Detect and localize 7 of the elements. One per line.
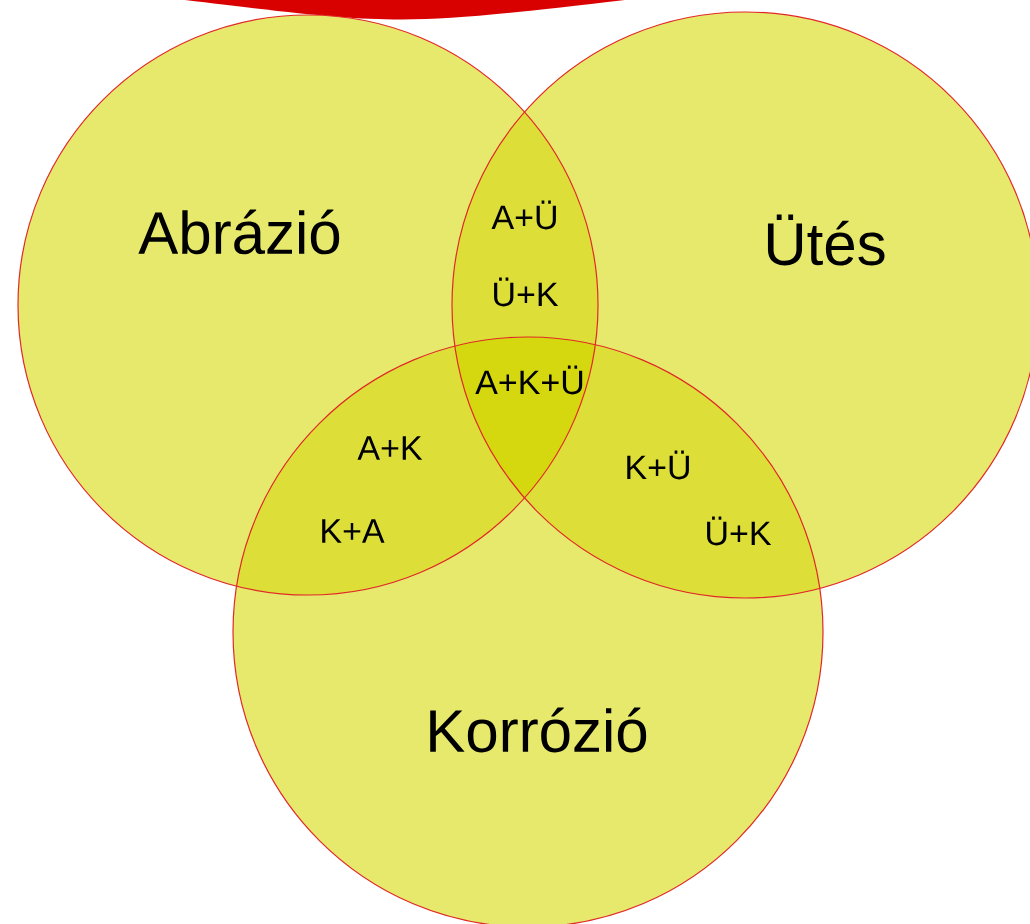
- region-label: A+K+Ü: [475, 365, 583, 395]
- region-label: Ü+K: [707, 516, 772, 546]
- region-label: A+Ü: [491, 200, 556, 230]
- region-label: Ü+K: [494, 277, 559, 307]
- region-label: K+A: [322, 519, 385, 543]
- region-label: K+Ü: [627, 450, 689, 480]
- region-label: A+K: [357, 436, 423, 460]
